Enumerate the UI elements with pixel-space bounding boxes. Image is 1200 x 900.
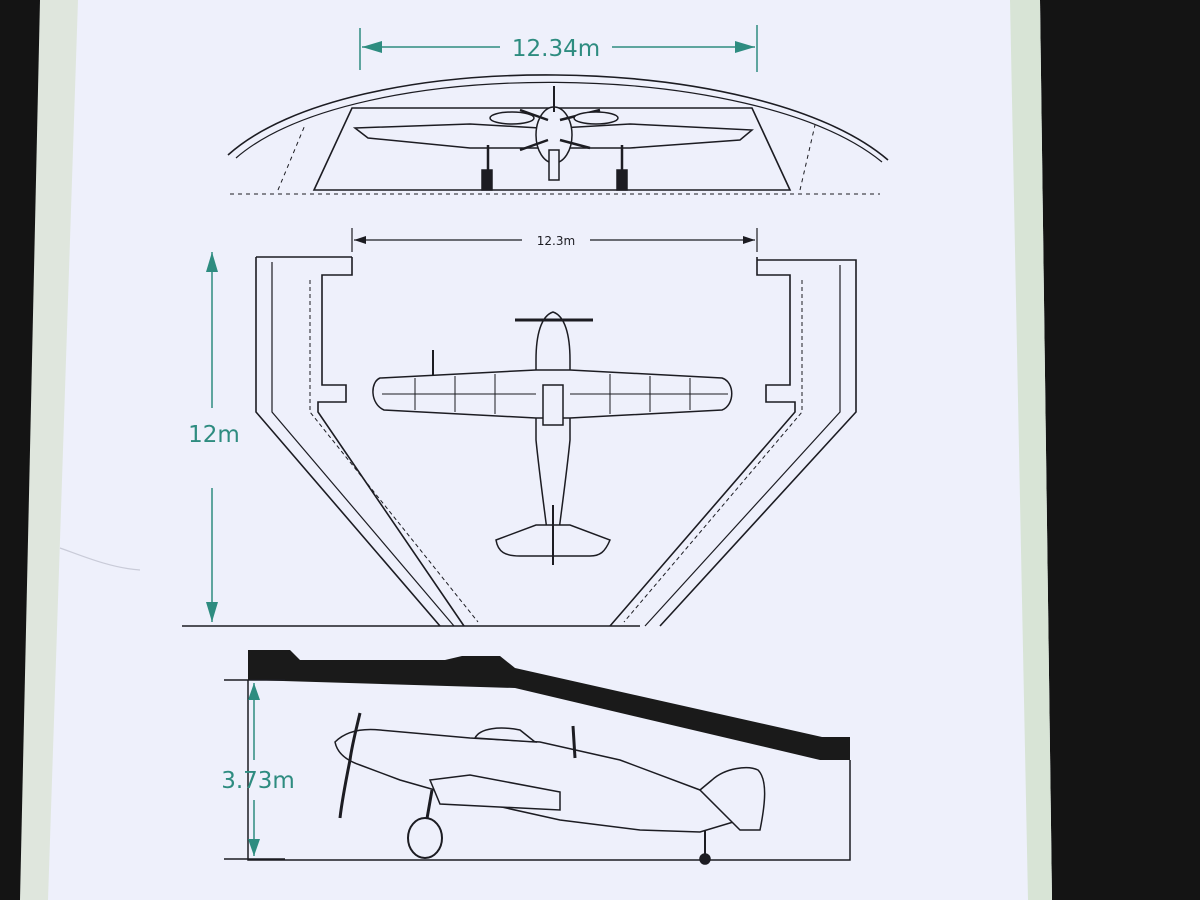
front-wheel-right — [616, 169, 628, 191]
side-height-dimension — [224, 679, 285, 860]
bunker-wall-left-outer — [255, 256, 441, 627]
aircraft-side-view — [334, 712, 766, 865]
side-tail-wheel — [699, 853, 711, 865]
bunker-wall-right-inner — [609, 257, 796, 627]
top-width-dimension — [351, 228, 758, 252]
front-tailplane-left — [489, 111, 535, 125]
bunker-wall-left-inner — [317, 257, 465, 627]
front-spinner — [548, 149, 560, 181]
top-depth-dimension — [206, 252, 218, 622]
side-propeller — [338, 712, 362, 819]
height-arrow-top — [248, 683, 260, 700]
bunker-wall-left-mid — [271, 262, 455, 627]
arch-dashed-left — [277, 124, 306, 191]
side-roof-slab — [248, 650, 850, 760]
front-opening — [312, 107, 792, 191]
side-view: 3.73m — [221, 650, 851, 865]
side-wing — [428, 774, 561, 811]
bunker-wall-right-mid — [644, 265, 841, 627]
top-arrow-right — [743, 236, 755, 244]
paper-crease — [59, 547, 141, 571]
top-width-label: 12.3m — [537, 234, 575, 248]
top-cockpit — [542, 384, 564, 426]
aircraft-front-view — [352, 86, 754, 191]
side-main-wheel — [407, 817, 443, 859]
depth-arrow-top — [206, 252, 218, 272]
side-canopy — [473, 727, 538, 743]
bunker-wall-right-outer — [659, 259, 857, 627]
bunker-wall-left-dashed — [309, 280, 479, 623]
top-view: 12.3m 12m — [182, 228, 857, 627]
wing-panel-lines — [382, 374, 728, 414]
hangar-arch-inner — [235, 81, 883, 163]
front-tailplane-right — [573, 111, 619, 125]
aircraft-top-view — [372, 311, 733, 565]
top-arrow-left — [354, 236, 366, 244]
front-view: 12.34m — [227, 25, 889, 195]
arrowhead-left — [362, 41, 382, 53]
front-width-label: 12.34m — [512, 36, 600, 62]
side-bunker-outline — [247, 680, 851, 861]
side-tail-fin — [698, 767, 766, 831]
paper-right-edge — [1010, 0, 1052, 900]
side-antenna-mast — [571, 725, 577, 759]
top-depth-label: 12m — [188, 422, 240, 448]
paper-left-edge — [20, 0, 78, 900]
arrowhead-right — [735, 41, 755, 53]
front-wheel-left — [481, 169, 493, 191]
arch-dashed-right — [799, 124, 816, 191]
depth-arrow-bottom — [206, 602, 218, 622]
bunker-wall-right-dashed — [623, 280, 803, 623]
side-height-label: 3.73m — [221, 768, 295, 794]
hangar-arch-outer — [227, 74, 889, 161]
front-width-dimension — [359, 25, 758, 72]
height-arrow-bottom — [248, 839, 260, 856]
